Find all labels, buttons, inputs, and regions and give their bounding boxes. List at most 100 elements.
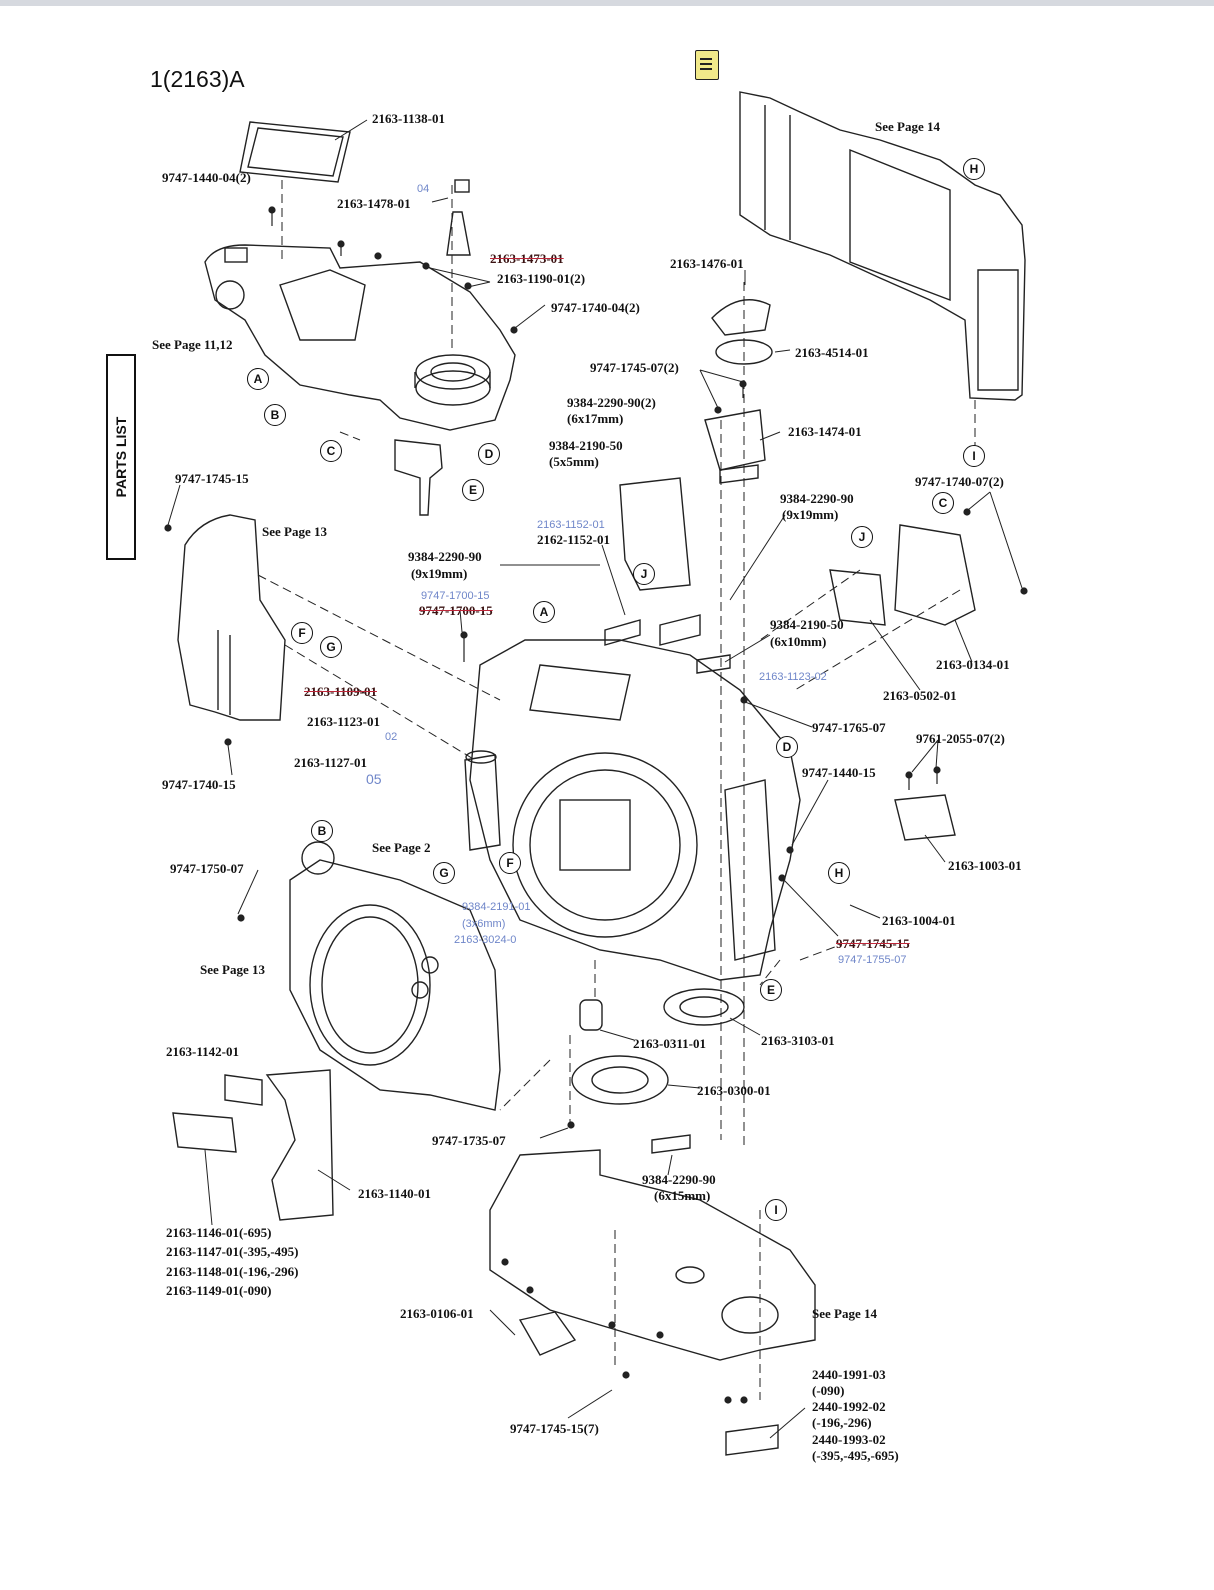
part-label: 2163-1148-01(-196,-296) xyxy=(166,1264,299,1279)
part-label: 9384-2290-90 xyxy=(780,491,854,506)
part-label: (6x10mm) xyxy=(770,634,827,649)
ref-see-page-14-bottom: See Page 14 xyxy=(812,1306,877,1321)
part-label: 9747-1745-07(2) xyxy=(590,360,679,375)
ref-see-page-14-top: See Page 14 xyxy=(875,119,940,134)
left-grip-part xyxy=(177,514,286,721)
part-label: 2163-1474-01 xyxy=(788,424,862,439)
ref-see-page-13-a: See Page 13 xyxy=(262,524,327,539)
part-label: 2163-1004-01 xyxy=(882,913,956,928)
bottom-plate-part xyxy=(489,1149,816,1361)
part-label: 9384-2290-90(2) xyxy=(567,395,656,410)
part-label: 2440-1993-02 xyxy=(812,1432,886,1447)
marker-b-front: B xyxy=(311,820,333,842)
part-label: 2163-1142-01 xyxy=(166,1044,239,1059)
marker-d-body: D xyxy=(776,736,798,758)
annotation-text: 9384-2191-01 xyxy=(462,901,531,913)
marker-c-right: C xyxy=(932,492,954,514)
marker-b: B xyxy=(264,404,286,426)
marker-h-body: H xyxy=(828,862,850,884)
part-label: 2163-1147-01(-395,-495) xyxy=(166,1244,299,1259)
marker-j: J xyxy=(633,563,655,585)
part-label: (6x15mm) xyxy=(654,1188,711,1203)
marker-g: G xyxy=(320,636,342,658)
part-label: 9747-1440-04(2) xyxy=(162,170,251,185)
rear-cover-part xyxy=(739,91,1026,401)
parts-list-tab: PARTS LIST xyxy=(106,354,136,560)
screws xyxy=(164,206,1028,1404)
part-label: (5x5mm) xyxy=(549,454,599,469)
marker-e: E xyxy=(462,479,484,501)
marker-d: D xyxy=(478,443,500,465)
part-label: 2163-1146-01(-695) xyxy=(166,1225,272,1240)
part-label: 2163-0106-01 xyxy=(400,1306,474,1321)
part-label-struck: 2163-1473-01 xyxy=(490,251,564,266)
part-label: 2163-0300-01 xyxy=(697,1083,771,1098)
marker-i-bottom: I xyxy=(765,1199,787,1221)
marker-c: C xyxy=(320,440,342,462)
part-label: 2163-4514-01 xyxy=(795,345,869,360)
part-label: 9747-1440-15 xyxy=(802,765,876,780)
annotation-note-icon[interactable] xyxy=(695,50,719,80)
ref-see-page-11-12: See Page 11,12 xyxy=(152,337,233,352)
part-label: 9384-2290-90 xyxy=(642,1172,716,1187)
part-label: 9747-1765-07 xyxy=(812,720,886,735)
part-label: 2163-1478-01 xyxy=(337,196,411,211)
marker-a: A xyxy=(247,368,269,390)
annotation-text: 9747-1700-15 xyxy=(421,590,490,602)
part-label-struck: 2163-1109-01 xyxy=(304,684,377,699)
part-label: 2163-1149-01(-090) xyxy=(166,1283,272,1298)
part-label: 2163-3103-01 xyxy=(761,1033,835,1048)
front-cover-part xyxy=(289,841,501,1111)
annotation-text: 9747-1755-07 xyxy=(838,954,907,966)
part-label: 9747-1740-04(2) xyxy=(551,300,640,315)
part-label: (-395,-495,-695) xyxy=(812,1448,899,1463)
main-body-part xyxy=(464,639,801,981)
part-label: (6x17mm) xyxy=(567,411,624,426)
part-label-struck: 9747-1700-15 xyxy=(419,603,493,618)
part-label: (-196,-296) xyxy=(812,1415,872,1430)
part-label: (-090) xyxy=(812,1383,845,1398)
part-label: 9384-2190-50 xyxy=(770,617,844,632)
annotation-text: 2163-1123-02 xyxy=(759,671,827,683)
tape-strips xyxy=(604,477,779,1456)
part-label: 2163-1123-01 xyxy=(307,714,380,729)
part-label: 2163-1476-01 xyxy=(670,256,744,271)
part-label: 2163-1138-01 xyxy=(372,111,445,126)
part-label: 9747-1740-07(2) xyxy=(915,474,1004,489)
front-grip-covers xyxy=(172,1069,334,1221)
ref-see-page-2: See Page 2 xyxy=(372,840,431,855)
marker-i: I xyxy=(963,445,985,467)
part-label: 9747-1745-15(7) xyxy=(510,1421,599,1436)
page-title: 1(2163)A xyxy=(150,66,245,92)
gear-assemblies xyxy=(571,988,745,1105)
annotation-text: 05 xyxy=(366,771,382,787)
marker-h: H xyxy=(963,158,985,180)
part-label: 2440-1992-02 xyxy=(812,1399,886,1414)
annotation-text: 04 xyxy=(417,183,430,195)
part-label-struck: 9747-1745-15 xyxy=(836,936,910,951)
right-side-boards xyxy=(704,299,976,841)
marker-e-body: E xyxy=(760,979,782,1001)
marker-j-right: J xyxy=(851,526,873,548)
part-label: 2162-1152-01 xyxy=(537,532,610,547)
top-cover-part xyxy=(204,179,516,516)
part-label: 2163-1190-01(2) xyxy=(497,271,586,286)
marker-f-body: F xyxy=(499,852,521,874)
part-label: 9747-1740-15 xyxy=(162,777,236,792)
part-label: (9x19mm) xyxy=(411,566,468,581)
marker-a-body: A xyxy=(533,601,555,623)
lcd-window-part xyxy=(239,121,351,183)
marker-g-body: G xyxy=(433,862,455,884)
ref-see-page-13-b: See Page 13 xyxy=(200,962,265,977)
marker-f: F xyxy=(291,622,313,644)
part-label: 9747-1750-07 xyxy=(170,861,244,876)
part-label: 2163-1140-01 xyxy=(358,1186,431,1201)
annotation-text: (3x6mm) xyxy=(462,918,506,930)
part-label: 2440-1991-03 xyxy=(812,1367,886,1382)
part-label: 9747-1735-07 xyxy=(432,1133,506,1148)
window-top-edge xyxy=(0,0,1214,6)
part-label: 9384-2290-90 xyxy=(408,549,482,564)
annotation-text: 2163-3024-0 xyxy=(454,934,517,946)
